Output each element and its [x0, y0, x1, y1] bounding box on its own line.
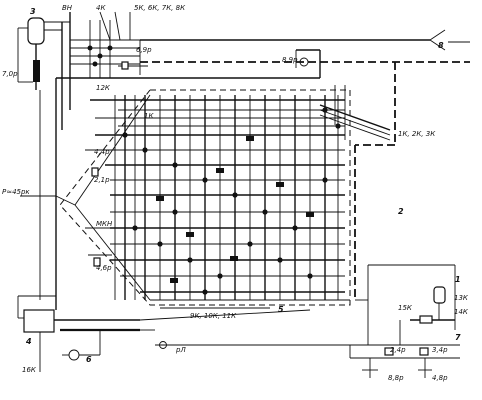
left-side: [20, 78, 112, 310]
label-48p: 4,8р: [432, 374, 448, 382]
label-24p: 2,4р: [390, 346, 406, 354]
label-13k: 13К: [454, 294, 469, 302]
label-5: 5: [278, 305, 284, 314]
label-5k-8k: 5К, 6К, 7К, 8К: [134, 4, 186, 12]
label-1k: 1К: [144, 112, 154, 120]
label-1: 1: [455, 275, 461, 284]
label-88p: 8,8р: [388, 374, 404, 382]
label-89p: 8,9р: [282, 56, 298, 64]
label-69p: 6,9р: [136, 46, 152, 54]
label-pl: рЛ: [175, 346, 186, 354]
label-p45: Р≈45рк: [2, 188, 30, 196]
label-6: 6: [86, 355, 92, 364]
label-21p: 2,1р: [94, 176, 110, 184]
label-bn: ВН: [62, 4, 73, 12]
label-4k: 4К: [96, 4, 106, 12]
label-34p: 3,4р: [432, 346, 448, 354]
valve-cluster-top: [61, 11, 148, 130]
label-3: 3: [30, 7, 36, 16]
tank-3: [17, 17, 70, 90]
label-8: 8: [438, 41, 444, 50]
label-2: 2: [398, 207, 404, 216]
label-16k: 16К: [22, 366, 37, 374]
bottom-left-equipment: [17, 295, 350, 372]
bottom-right-equipment: [349, 264, 460, 378]
label-9k-11k: 9К, 10К, 11К: [190, 312, 237, 320]
right-diagonal: [319, 85, 391, 141]
top-lines: [56, 29, 470, 300]
label-mkm: МКН: [96, 220, 113, 228]
label-15k: 15К: [398, 304, 413, 312]
label-44p: 4,4р: [94, 148, 110, 156]
label-4: 4: [25, 337, 32, 346]
main-grid: [59, 89, 351, 306]
label-14k: 14К: [454, 308, 469, 316]
label-12k: 12К: [96, 84, 111, 92]
label-70p: 7,0р: [2, 70, 18, 78]
label-1k-3k: 1К, 2К, 3К: [398, 130, 436, 138]
label-7: 7: [455, 333, 461, 342]
label-46p: 4,6р: [96, 264, 112, 272]
